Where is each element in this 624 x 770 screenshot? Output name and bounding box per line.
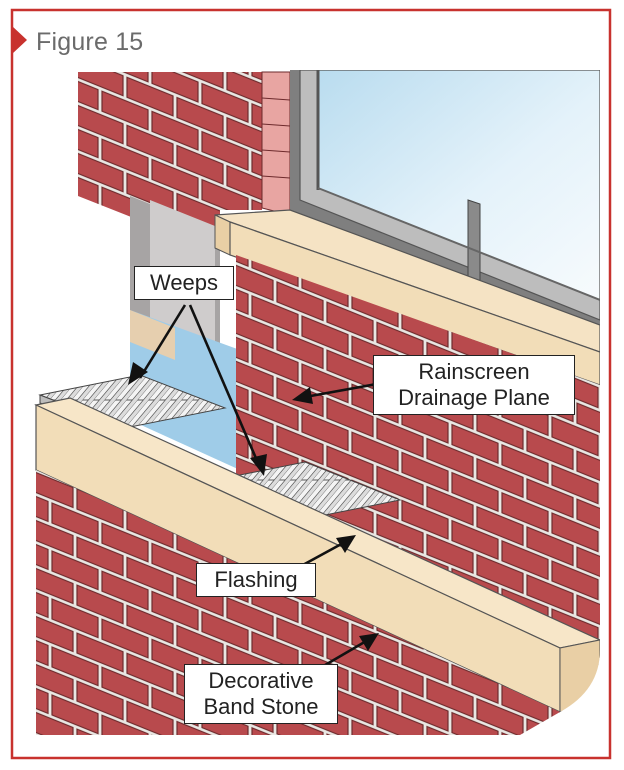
lower-brick-wall (236, 255, 600, 650)
upper-brick-wall (78, 71, 291, 252)
label-decorative-band-stone: Decorative Band Stone (184, 664, 338, 724)
bottom-brick-wall (36, 470, 560, 735)
window (290, 70, 600, 330)
figure-title: Figure 15 (36, 28, 144, 56)
label-band-stone-line2: Band Stone (203, 694, 319, 719)
label-rainscreen-line1: Rainscreen (418, 359, 530, 384)
figure-accent-triangle (12, 26, 27, 54)
label-rainscreen-line2: Drainage Plane (398, 385, 550, 410)
window-sill (214, 209, 600, 386)
label-flashing: Flashing (196, 563, 316, 597)
callout-arrows (128, 304, 383, 670)
label-band-stone-line1: Decorative (208, 668, 314, 693)
label-rainscreen-drainage-plane: Rainscreen Drainage Plane (373, 355, 575, 415)
label-weeps-text: Weeps (149, 270, 219, 295)
label-flashing-text: Flashing (214, 567, 298, 592)
label-weeps: Weeps (134, 266, 234, 300)
